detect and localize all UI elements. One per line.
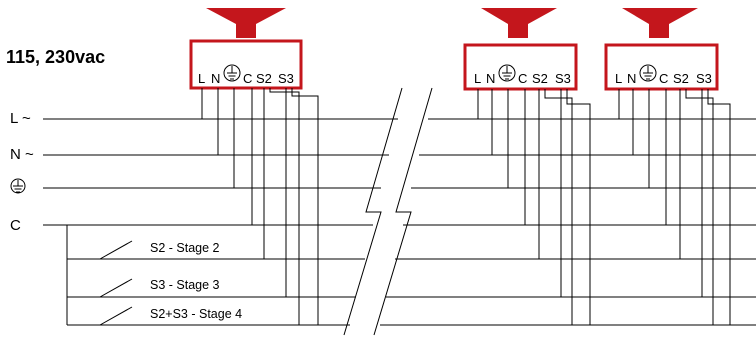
switch-stage-3: S3 - Stage 3	[67, 278, 220, 298]
terminal-l: L	[615, 71, 622, 86]
terminal-n: N	[486, 71, 495, 86]
switch-label-stage-4: S2+S3 - Stage 4	[150, 307, 242, 321]
terminal-s3: S3	[555, 71, 571, 86]
terminal-s3: S3	[278, 71, 294, 86]
switch-label-stage-3: S3 - Stage 3	[150, 278, 220, 292]
terminal-c: C	[659, 71, 668, 86]
terminal-c: C	[518, 71, 527, 86]
sounder-horn-icon	[622, 8, 698, 38]
bus-label-l: L ~	[10, 110, 31, 127]
bus-lines-left	[43, 118, 398, 326]
terminal-s2: S2	[532, 71, 548, 86]
break-symbol	[343, 87, 433, 336]
sounder-2: L N C S2 S3	[463, 8, 591, 325]
terminal-earth-icon	[223, 64, 241, 82]
bus-lines-right	[380, 118, 756, 326]
sounder-horn-icon	[481, 8, 557, 38]
sounder-1: L N C S2 S3	[189, 8, 319, 325]
terminal-l: L	[474, 71, 481, 86]
bus-label-n: N ~	[10, 146, 34, 163]
sounder-terminal-box	[463, 43, 578, 91]
sounder-3: L N C S2 S3	[604, 8, 731, 325]
sounder-terminal-box	[604, 43, 719, 91]
sounder-drops	[477, 89, 591, 325]
terminal-l: L	[198, 71, 205, 86]
voltage-heading: 115, 230vac	[6, 47, 105, 67]
sounder-horn-icon	[206, 8, 286, 38]
switch-stage-2: S2 - Stage 2	[67, 240, 220, 260]
bus-label-earth-icon	[10, 178, 26, 194]
terminal-n: N	[211, 71, 220, 86]
terminal-n: N	[627, 71, 636, 86]
bus-label-c: C	[10, 217, 21, 234]
terminal-earth-icon	[639, 64, 657, 82]
sounder-drops	[618, 89, 731, 325]
terminal-s3: S3	[696, 71, 712, 86]
terminal-earth-icon	[498, 64, 516, 82]
switch-stage-4: S2+S3 - Stage 4	[67, 306, 242, 326]
terminal-s2: S2	[256, 71, 272, 86]
terminal-c: C	[243, 71, 252, 86]
switch-label-stage-2: S2 - Stage 2	[150, 241, 220, 255]
terminal-s2: S2	[673, 71, 689, 86]
sounder-drops	[201, 88, 319, 325]
sounder-terminal-box	[189, 39, 303, 90]
